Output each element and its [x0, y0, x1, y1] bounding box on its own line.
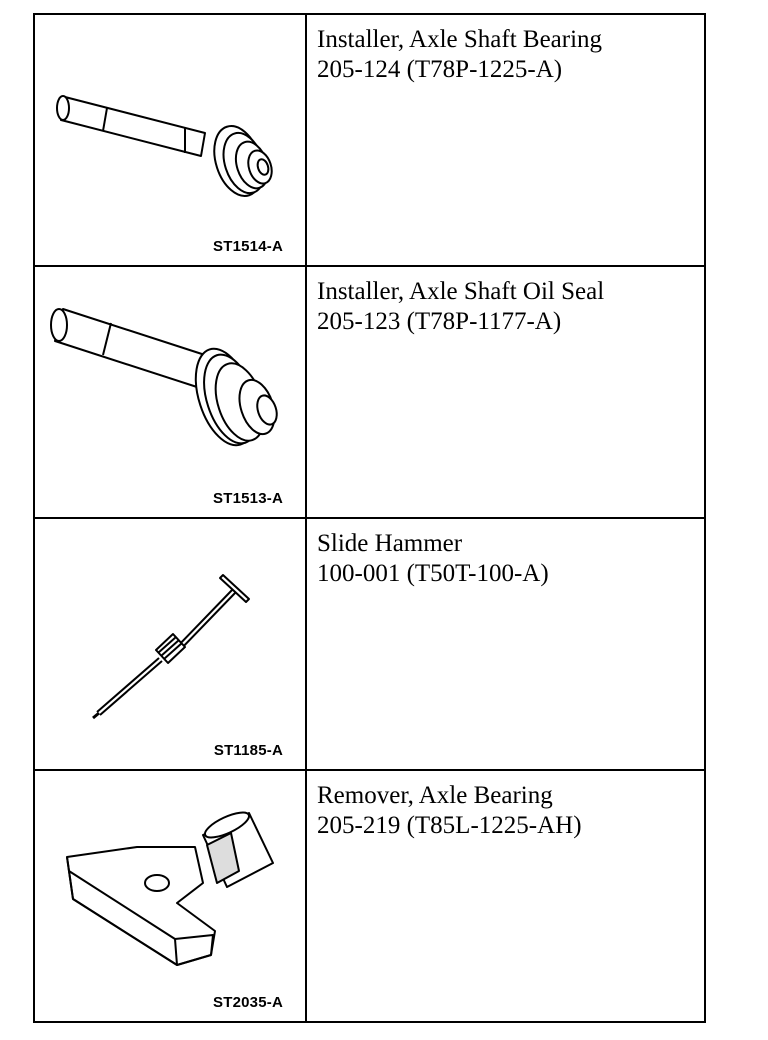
- bearing-remover-icon: [66, 811, 274, 966]
- tool-name: Remover, Axle Bearing: [317, 782, 553, 809]
- tool-name: Slide Hammer: [317, 530, 463, 557]
- tool-name: Installer, Axle Shaft Bearing: [317, 26, 603, 53]
- table-row: ST1514-A Installer, Axle Shaft Bearing 2…: [33, 13, 706, 267]
- tool-code: ST1185-A: [213, 742, 283, 759]
- tool-part-number: 205-124 (T78P-1225-A): [317, 56, 563, 83]
- table-row: ST2035-A Remover, Axle Bearing 205-219 (…: [33, 769, 706, 1023]
- bearing-installer-icon: [56, 95, 273, 197]
- tool-code: ST1514-A: [213, 238, 283, 255]
- table-row: ST1513-A Installer, Axle Shaft Oil Seal …: [33, 265, 706, 519]
- tool-name: Installer, Axle Shaft Oil Seal: [317, 278, 605, 305]
- tool-description-cell: Remover, Axle Bearing 205-219 (T85L-1225…: [305, 769, 706, 1023]
- tool-part-number: 205-123 (T78P-1177-A): [317, 308, 562, 335]
- tool-description-cell: Slide Hammer 100-001 (T50T-100-A): [305, 517, 706, 771]
- tool-part-number: 100-001 (T50T-100-A): [317, 560, 549, 587]
- slide-hammer-icon: [92, 574, 250, 720]
- tool-image-cell: ST1513-A: [33, 265, 307, 519]
- special-tools-table: ST1514-A Installer, Axle Shaft Bearing 2…: [33, 13, 706, 1023]
- tool-image-cell: ST1185-A: [33, 517, 307, 771]
- table-row: ST1185-A Slide Hammer 100-001 (T50T-100-…: [33, 517, 706, 771]
- tool-part-number: 205-219 (T85L-1225-AH): [317, 812, 582, 839]
- tool-description-cell: Installer, Axle Shaft Oil Seal 205-123 (…: [305, 265, 706, 519]
- oil-seal-installer-icon: [50, 308, 278, 447]
- tool-code: ST2035-A: [213, 994, 283, 1011]
- tool-image-cell: ST1514-A: [33, 13, 307, 267]
- tool-code: ST1513-A: [213, 490, 283, 507]
- tool-image-cell: ST2035-A: [33, 769, 307, 1023]
- tool-description-cell: Installer, Axle Shaft Bearing 205-124 (T…: [305, 13, 706, 267]
